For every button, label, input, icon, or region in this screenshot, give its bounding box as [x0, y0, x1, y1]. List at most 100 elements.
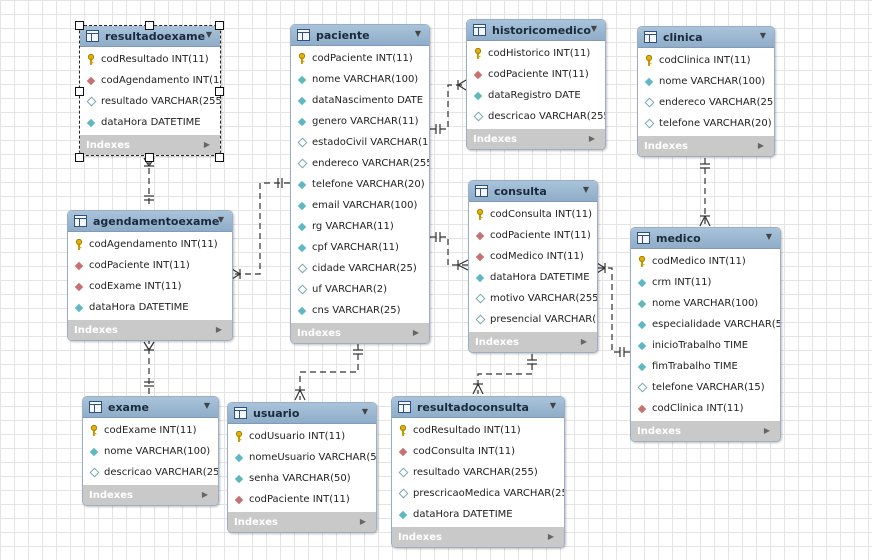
table-usuario[interactable]: usuario ▼ codUsuario INT(11)nomeUsuario …: [227, 402, 377, 533]
expand-arrow-icon[interactable]: ▶: [203, 140, 210, 149]
table-header[interactable]: exame ▼: [83, 397, 218, 418]
column-row[interactable]: nome VARCHAR(100): [83, 441, 218, 462]
column-row[interactable]: prescricaoMedica VARCHAR(255): [392, 483, 564, 504]
indexes-section[interactable]: Indexes ▶: [467, 129, 605, 149]
column-row[interactable]: nome VARCHAR(100): [631, 293, 780, 314]
column-row[interactable]: codClinica INT(11): [631, 398, 780, 419]
table-medico[interactable]: medico ▼ codMedico INT(11)crm INT(11)nom…: [630, 227, 781, 442]
column-row[interactable]: especialidade VARCHAR(50): [631, 314, 780, 335]
column-row[interactable]: dataRegistro DATE: [467, 85, 605, 106]
table-exame[interactable]: exame ▼ codExame INT(11)nome VARCHAR(100…: [82, 396, 219, 506]
column-row[interactable]: uf VARCHAR(2): [291, 279, 429, 300]
table-header[interactable]: historicomedico ▼: [467, 20, 605, 41]
column-row[interactable]: crm INT(11): [631, 272, 780, 293]
column-row[interactable]: descricao VARCHAR(255): [83, 462, 218, 483]
collapse-arrow-icon[interactable]: ▼: [590, 24, 597, 33]
selection-handle[interactable]: [75, 153, 84, 162]
collapse-arrow-icon[interactable]: ▼: [759, 31, 766, 40]
column-row[interactable]: codPaciente INT(11): [291, 48, 429, 69]
table-historicomedico[interactable]: historicomedico ▼ codHistorico INT(11)co…: [466, 19, 606, 150]
table-header[interactable]: medico ▼: [631, 228, 780, 249]
table-header[interactable]: paciente ▼: [291, 25, 429, 46]
collapse-arrow-icon[interactable]: ▼: [765, 232, 772, 241]
table-header[interactable]: resultadoexame ▼: [80, 26, 220, 47]
column-row[interactable]: codAgendamento INT(11): [68, 234, 232, 255]
column-row[interactable]: motivo VARCHAR(255): [469, 288, 597, 309]
collapse-arrow-icon[interactable]: ▼: [361, 407, 368, 416]
column-row[interactable]: senha VARCHAR(50): [228, 468, 376, 489]
column-row[interactable]: codPaciente INT(11): [469, 225, 597, 246]
column-row[interactable]: endereco VARCHAR(255): [291, 153, 429, 174]
column-row[interactable]: codResultado INT(11): [392, 420, 564, 441]
column-row[interactable]: codPaciente INT(11): [467, 64, 605, 85]
expand-arrow-icon[interactable]: ▶: [215, 325, 222, 334]
column-row[interactable]: cidade VARCHAR(25): [291, 258, 429, 279]
column-row[interactable]: nomeUsuario VARCHAR(50): [228, 447, 376, 468]
column-row[interactable]: telefone VARCHAR(15): [631, 377, 780, 398]
column-row[interactable]: resultado VARCHAR(255): [80, 91, 220, 112]
expand-arrow-icon[interactable]: ▶: [201, 490, 208, 499]
column-row[interactable]: dataHora DATETIME: [80, 112, 220, 133]
column-row[interactable]: rg VARCHAR(11): [291, 216, 429, 237]
indexes-section[interactable]: Indexes ▶: [631, 421, 780, 441]
table-header[interactable]: agendamentoexame ▼: [68, 211, 232, 232]
column-row[interactable]: codMedico INT(11): [631, 251, 780, 272]
expand-arrow-icon[interactable]: ▶: [580, 337, 587, 346]
column-row[interactable]: endereco VARCHAR(255): [638, 92, 774, 113]
expand-arrow-icon[interactable]: ▶: [763, 426, 770, 435]
collapse-arrow-icon[interactable]: ▼: [582, 185, 589, 194]
selection-handle[interactable]: [215, 21, 224, 30]
table-resultadoexame[interactable]: resultadoexame ▼ codResultado INT(11)cod…: [79, 25, 221, 156]
selection-handle[interactable]: [215, 87, 224, 96]
collapse-arrow-icon[interactable]: ▼: [205, 30, 212, 39]
indexes-section[interactable]: Indexes ▶: [83, 485, 218, 505]
selection-handle[interactable]: [75, 21, 84, 30]
indexes-section[interactable]: Indexes ▶: [469, 332, 597, 352]
expand-arrow-icon[interactable]: ▶: [412, 328, 419, 337]
indexes-section[interactable]: Indexes ▶: [228, 512, 376, 532]
expand-arrow-icon[interactable]: ▶: [359, 517, 366, 526]
column-row[interactable]: codResultado INT(11): [80, 49, 220, 70]
column-row[interactable]: cpf VARCHAR(11): [291, 237, 429, 258]
column-row[interactable]: codConsulta INT(11): [469, 204, 597, 225]
collapse-arrow-icon[interactable]: ▼: [414, 29, 421, 38]
column-row[interactable]: email VARCHAR(100): [291, 195, 429, 216]
column-row[interactable]: codConsulta INT(11): [392, 441, 564, 462]
table-agendamentoexame[interactable]: agendamentoexame ▼ codAgendamento INT(11…: [67, 210, 233, 341]
table-header[interactable]: consulta ▼: [469, 181, 597, 202]
expand-arrow-icon[interactable]: ▶: [757, 141, 764, 150]
column-row[interactable]: inicioTrabalho TIME: [631, 335, 780, 356]
collapse-arrow-icon[interactable]: ▼: [217, 215, 224, 224]
column-row[interactable]: dataHora DATETIME: [469, 267, 597, 288]
table-header[interactable]: resultadoconsulta ▼: [392, 397, 564, 418]
indexes-section[interactable]: Indexes ▶: [392, 527, 564, 547]
column-row[interactable]: dataHora DATETIME: [392, 504, 564, 525]
column-row[interactable]: descricao VARCHAR(255): [467, 106, 605, 127]
column-row[interactable]: codUsuario INT(11): [228, 426, 376, 447]
column-row[interactable]: fimTrabalho TIME: [631, 356, 780, 377]
selection-handle[interactable]: [75, 87, 84, 96]
column-row[interactable]: codAgendamento INT(11): [80, 70, 220, 91]
indexes-section[interactable]: Indexes ▶: [291, 323, 429, 343]
column-row[interactable]: telefone VARCHAR(20): [638, 113, 774, 134]
collapse-arrow-icon[interactable]: ▼: [549, 401, 556, 410]
table-header[interactable]: usuario ▼: [228, 403, 376, 424]
column-row[interactable]: nome VARCHAR(100): [638, 71, 774, 92]
selection-handle[interactable]: [145, 21, 154, 30]
column-row[interactable]: codExame INT(11): [83, 420, 218, 441]
collapse-arrow-icon[interactable]: ▼: [203, 401, 210, 410]
column-row[interactable]: codExame INT(11): [68, 276, 232, 297]
column-row[interactable]: genero VARCHAR(11): [291, 111, 429, 132]
expand-arrow-icon[interactable]: ▶: [588, 134, 595, 143]
table-consulta[interactable]: consulta ▼ codConsulta INT(11)codPacient…: [468, 180, 598, 353]
column-row[interactable]: estadoCivil VARCHAR(11): [291, 132, 429, 153]
expand-arrow-icon[interactable]: ▶: [547, 532, 554, 541]
selection-handle[interactable]: [215, 153, 224, 162]
column-row[interactable]: nome VARCHAR(100): [291, 69, 429, 90]
column-row[interactable]: dataNascimento DATE: [291, 90, 429, 111]
column-row[interactable]: codPaciente INT(11): [68, 255, 232, 276]
indexes-section[interactable]: Indexes ▶: [80, 135, 220, 155]
column-row[interactable]: telefone VARCHAR(20): [291, 174, 429, 195]
table-clinica[interactable]: clinica ▼ codClinica INT(11)nome VARCHAR…: [637, 26, 775, 157]
column-row[interactable]: cns VARCHAR(25): [291, 300, 429, 321]
